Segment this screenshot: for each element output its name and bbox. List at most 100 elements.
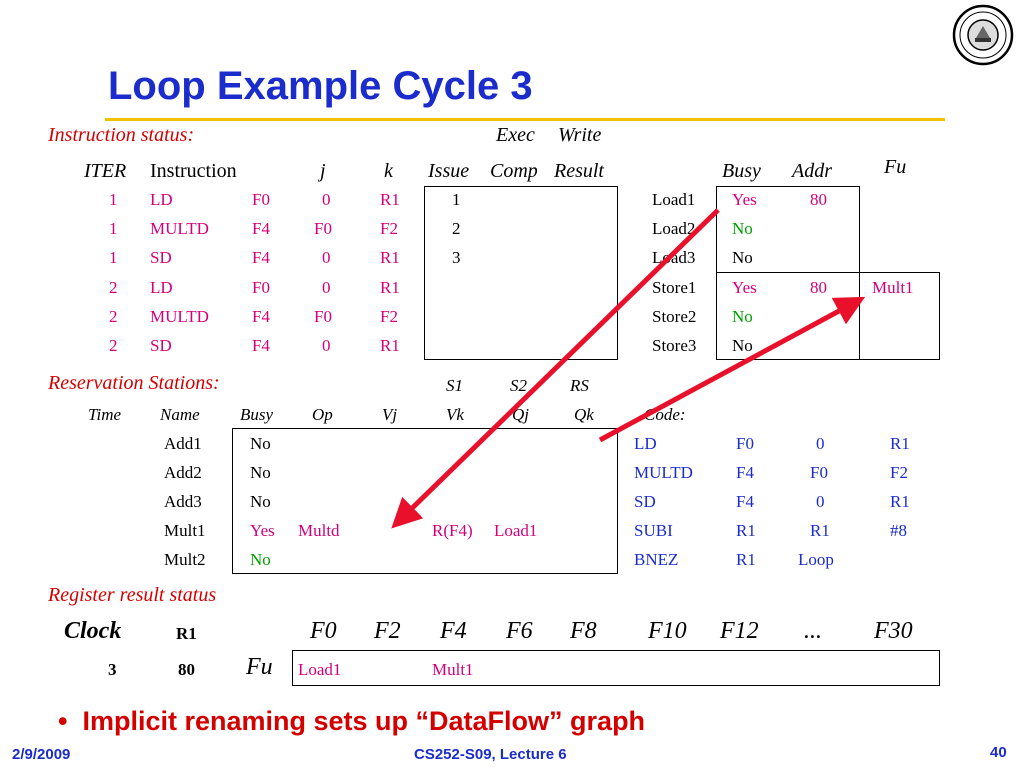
instr-k: F2: [380, 219, 398, 238]
instr-op: MULTD: [150, 307, 209, 326]
code-cell: F0: [810, 463, 828, 482]
rs-busy: No: [250, 463, 271, 482]
instruction-status-box: [424, 186, 618, 360]
code-cell: MULTD: [634, 463, 693, 482]
rs-vk: R(F4): [432, 521, 473, 540]
rs-busy: No: [250, 550, 271, 569]
instr-k: R1: [380, 336, 400, 355]
comp-header: Comp: [490, 160, 538, 182]
buffer-name: Store2: [652, 307, 697, 326]
code-cell: F0: [736, 434, 754, 453]
code-cell: BNEZ: [634, 550, 679, 569]
busy-header: Busy: [722, 160, 761, 182]
buffer-name: Store3: [652, 336, 697, 355]
instr-iter: 1: [109, 219, 118, 238]
university-seal-icon: [952, 4, 1014, 66]
instr-op: LD: [150, 190, 173, 209]
qk-header: Qk: [574, 405, 594, 424]
page-title: Loop Example Cycle 3: [108, 64, 533, 108]
rs-header: RS: [570, 376, 589, 395]
code-cell: 0: [816, 434, 825, 453]
instr-j: 0: [322, 278, 331, 297]
clock-value: 3: [108, 660, 117, 679]
buffer-busy: No: [732, 219, 753, 238]
code-cell: SUBI: [634, 521, 673, 540]
register-header: F30: [874, 618, 913, 644]
register-header: F2: [374, 618, 401, 644]
buffer-busy: Yes: [732, 278, 757, 297]
buffer-addr: 80: [810, 190, 827, 209]
register-fu-value: Mult1: [432, 660, 474, 679]
instr-k: R1: [380, 190, 400, 209]
fu-header: Fu: [884, 156, 907, 178]
issue-header: Issue: [428, 160, 470, 182]
reservation-stations-label: Reservation Stations:: [48, 372, 220, 394]
instr-j: 0: [322, 248, 331, 267]
instr-dst: F4: [252, 219, 270, 238]
rs-name: Add2: [164, 463, 202, 482]
code-cell: F2: [890, 463, 908, 482]
clock-label: Clock: [64, 618, 122, 644]
code-cell: R1: [736, 550, 756, 569]
iter-header: ITER: [84, 160, 127, 182]
rs-busy: Yes: [250, 521, 275, 540]
bullet-point: • Implicit renaming sets up “DataFlow” g…: [58, 706, 646, 736]
buffer-busy: No: [732, 248, 753, 267]
code-cell: SD: [634, 492, 656, 511]
code-cell: F4: [736, 463, 754, 482]
rs-name: Add3: [164, 492, 202, 511]
arrow-mult1-to-store1: [598, 296, 866, 443]
buffer-busy: No: [732, 307, 753, 326]
s2-header: S2: [510, 376, 527, 395]
buffer-busy: No: [732, 336, 753, 355]
instr-dst: F4: [252, 307, 270, 326]
buffer-busy: Yes: [732, 190, 757, 209]
register-header: F8: [570, 618, 597, 644]
fu-row-label: Fu: [246, 654, 273, 680]
instr-j: F0: [314, 307, 332, 326]
instruction-status-label: Instruction status:: [48, 124, 195, 146]
result-header: Result: [554, 160, 604, 182]
instr-issue: 2: [452, 219, 461, 238]
s1-header: S1: [446, 376, 463, 395]
footer-page-number: 40: [990, 744, 1007, 761]
instr-iter: 2: [109, 307, 118, 326]
addr-header: Addr: [792, 160, 832, 182]
bullet-text: Implicit renaming sets up “DataFlow” gra…: [82, 706, 646, 736]
title-rule: [105, 118, 945, 121]
rs-name: Mult2: [164, 550, 206, 569]
instr-k: R1: [380, 248, 400, 267]
code-cell: R1: [890, 492, 910, 511]
instr-issue: 3: [452, 248, 461, 267]
footer-course: CS252-S09, Lecture 6: [414, 746, 567, 763]
register-header: F12: [720, 618, 759, 644]
instruction-header: Instruction: [150, 160, 237, 182]
rs-busy: No: [250, 434, 271, 453]
instr-dst: F4: [252, 248, 270, 267]
register-fu-box: [292, 650, 940, 686]
instr-iter: 2: [109, 336, 118, 355]
register-header: F0: [310, 618, 337, 644]
buffer-addr: 80: [810, 278, 827, 297]
load-store-divider: [716, 272, 860, 273]
instr-op: SD: [150, 336, 172, 355]
instr-issue: 1: [452, 190, 461, 209]
instr-iter: 1: [109, 190, 118, 209]
code-cell: 0: [816, 492, 825, 511]
arrow-load1-to-mult1: [391, 208, 720, 529]
register-header: F10: [648, 618, 687, 644]
buffer-name: Store1: [652, 278, 697, 297]
buffer-fu: Mult1: [872, 278, 914, 297]
rs-busy: No: [250, 492, 271, 511]
j-header: j: [320, 160, 326, 182]
code-cell: R1: [810, 521, 830, 540]
instr-iter: 1: [109, 248, 118, 267]
code-cell: F4: [736, 492, 754, 511]
instr-op: MULTD: [150, 219, 209, 238]
register-result-label: Register result status: [48, 584, 217, 606]
code-cell: R1: [736, 521, 756, 540]
code-cell: LD: [634, 434, 657, 453]
instr-k: R1: [380, 278, 400, 297]
rs-name: Mult1: [164, 521, 206, 540]
